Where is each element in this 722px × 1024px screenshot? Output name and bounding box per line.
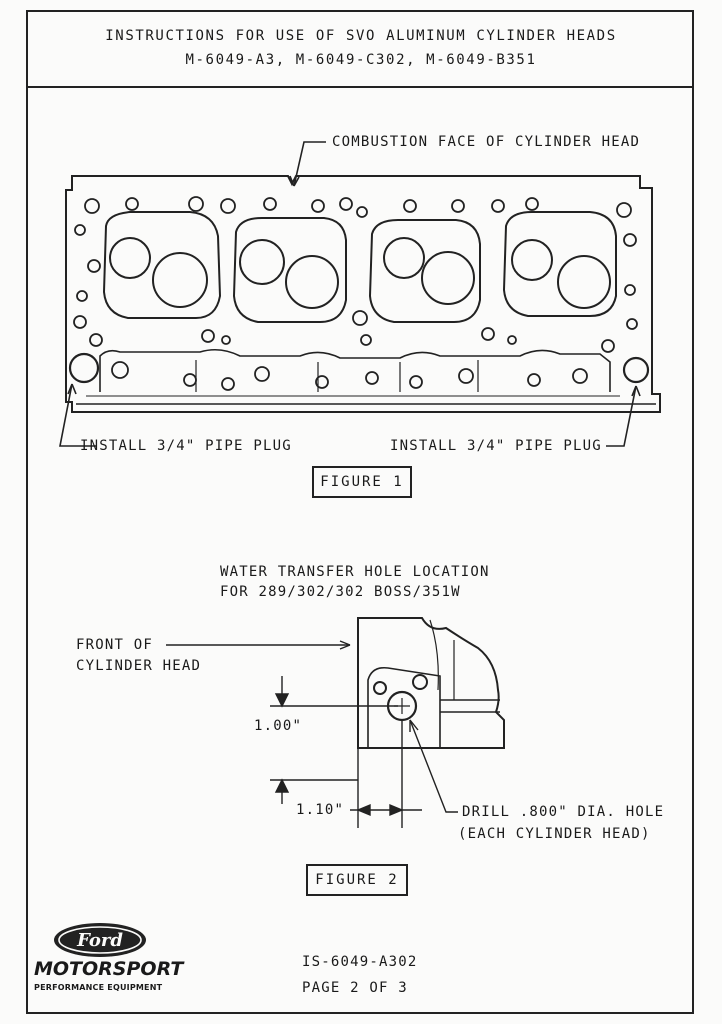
front-label-line1: FRONT OF xyxy=(76,637,154,653)
drill-instruction-line2: (EACH CYLINDER HEAD) xyxy=(458,826,651,842)
part-numbers: M-6049-A3, M-6049-C302, M-6049-B351 xyxy=(185,52,537,68)
performance-equipment-tagline: PERFORMANCE EQUIPMENT xyxy=(34,983,163,992)
figure-2-caption: FIGURE 2 xyxy=(306,864,408,896)
drill-instruction-line1: DRILL .800" DIA. HOLE xyxy=(462,804,665,820)
pipe-plug-label-right: INSTALL 3/4" PIPE PLUG xyxy=(390,438,602,454)
ford-oval-icon: Ford xyxy=(54,923,146,957)
figure-1-caption: FIGURE 1 xyxy=(312,466,412,498)
ford-oval-text: Ford xyxy=(76,930,123,951)
page-indicator: PAGE 2 OF 3 xyxy=(302,980,408,996)
pipe-plug-label-left: INSTALL 3/4" PIPE PLUG xyxy=(80,438,292,454)
page-border xyxy=(26,10,694,1014)
header-divider xyxy=(26,86,694,88)
water-transfer-heading: WATER TRANSFER HOLE LOCATION xyxy=(220,564,490,580)
front-label-line2: CYLINDER HEAD xyxy=(76,658,202,674)
motorsport-logo-text: MOTORSPORT xyxy=(34,958,184,980)
horizontal-dimension: 1.10" xyxy=(296,802,345,818)
engine-applications: FOR 289/302/302 BOSS/351W xyxy=(220,584,461,600)
vertical-dimension: 1.00" xyxy=(254,718,303,734)
document-title: INSTRUCTIONS FOR USE OF SVO ALUMINUM CYL… xyxy=(105,28,617,44)
document-number: IS-6049-A302 xyxy=(302,954,418,970)
combustion-face-label: COMBUSTION FACE OF CYLINDER HEAD xyxy=(332,134,641,150)
